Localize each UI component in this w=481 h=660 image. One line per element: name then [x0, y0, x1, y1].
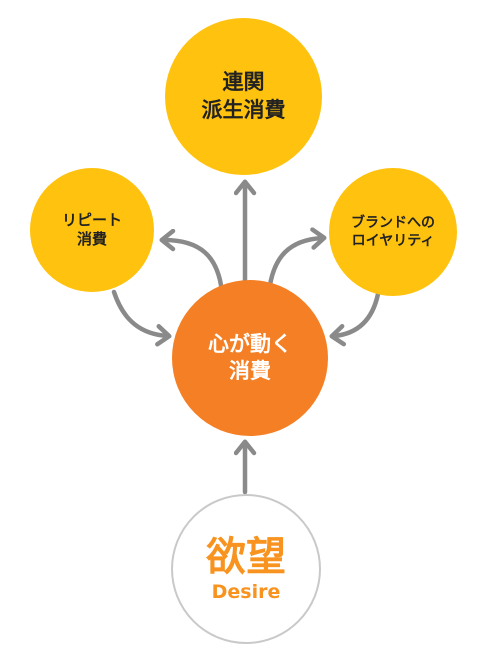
node-emotional-consumption: 心が動く 消費 — [172, 280, 328, 436]
node-repeat-consumption: リピート 消費 — [30, 168, 154, 292]
node-repeat-consumption-line2: 消費 — [76, 230, 107, 248]
node-brand-loyalty-line1: ブランドへの — [351, 214, 435, 231]
node-emotional-consumption-line1: 心が動く — [208, 331, 292, 356]
node-related-consumption-line1: 連関 — [222, 70, 265, 95]
node-related-consumption: 連関 派生消費 — [165, 18, 322, 175]
node-emotional-consumption-line2: 消費 — [229, 359, 271, 383]
node-repeat-consumption-line1: リピート — [61, 210, 122, 229]
node-desire: 欲望 Desire — [171, 494, 321, 644]
node-desire-title: 欲望 — [206, 533, 286, 580]
node-brand-loyalty-line2: ロイヤリティ — [351, 233, 435, 249]
arrow-right-to-center — [329, 291, 381, 347]
arrow-left-to-center — [111, 289, 172, 347]
arrow-center-to-left — [159, 228, 225, 295]
node-desire-subtitle: Desire — [211, 580, 281, 603]
node-brand-loyalty: ブランドへの ロイヤリティ — [329, 168, 457, 296]
node-related-consumption-line2: 派生消費 — [201, 97, 286, 122]
